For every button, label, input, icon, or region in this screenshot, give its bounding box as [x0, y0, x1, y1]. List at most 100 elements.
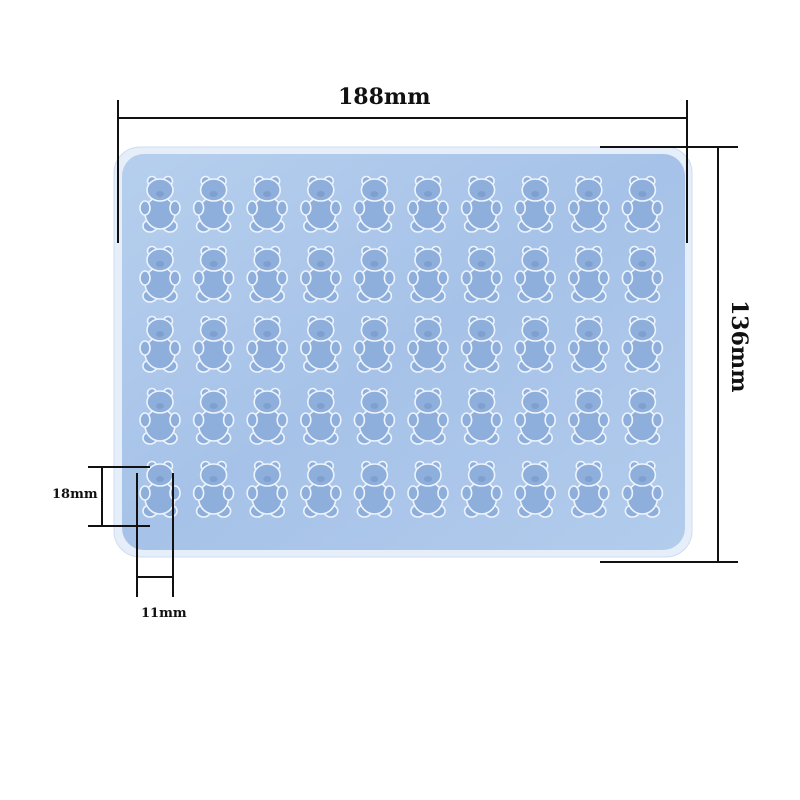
bear-head: [306, 248, 335, 272]
bear-head: [360, 178, 389, 202]
bear-head: [467, 463, 496, 487]
bear-arm: [597, 270, 610, 286]
bear-arm: [597, 485, 610, 501]
bear-cavity: [460, 315, 503, 373]
bear-head: [414, 390, 442, 414]
bear-head: [628, 178, 657, 202]
bear-arm: [621, 200, 634, 216]
bear-arm: [567, 200, 580, 216]
bear-snout: [156, 261, 164, 267]
bear-head: [521, 318, 550, 342]
bear-arm: [353, 485, 366, 501]
bear-arm: [353, 340, 366, 356]
bear-arm: [329, 412, 342, 428]
bear-cavity: [299, 175, 342, 233]
bear-arm: [621, 340, 634, 356]
bear-snout: [477, 476, 486, 482]
bear-arm: [276, 412, 289, 428]
bear-cavity: [621, 387, 664, 445]
bear-snout: [638, 331, 647, 337]
bear-arm: [490, 200, 503, 216]
bear-snout: [638, 261, 647, 267]
bear-snout: [584, 331, 593, 337]
bear-arm: [514, 412, 527, 428]
bear-snout: [424, 261, 432, 267]
bear-snout: [263, 403, 272, 409]
bear-snout: [370, 476, 379, 482]
bear-arm: [276, 485, 289, 501]
bear-snout: [424, 331, 432, 337]
bear-snout: [209, 261, 218, 267]
height-label: 136mm: [726, 300, 752, 393]
bear-cavity: [514, 175, 557, 233]
bear-snout: [316, 331, 325, 337]
bear-arm: [567, 485, 580, 501]
bear-cavity: [139, 245, 181, 303]
bear-head: [467, 390, 496, 414]
bear-arm: [460, 340, 473, 356]
bear-arm: [246, 200, 258, 216]
bear-arm: [621, 485, 634, 501]
bear-cavity: [139, 460, 181, 518]
bear-head: [574, 318, 603, 342]
bear-head: [146, 178, 174, 202]
bear-cavity: [353, 245, 396, 303]
bear-arm: [437, 340, 449, 356]
bear-head: [360, 248, 389, 272]
bear-width-label: 11mm: [141, 606, 187, 621]
bear-snout: [370, 191, 379, 197]
bear-arm: [514, 200, 527, 216]
bear-head: [146, 318, 174, 342]
bear-arm: [567, 412, 580, 428]
bear-head: [253, 463, 282, 487]
bear-head: [628, 248, 657, 272]
bear-arm: [383, 485, 396, 501]
bear-head: [574, 178, 603, 202]
bear-head: [360, 318, 389, 342]
bear-cavity: [192, 175, 235, 233]
bear-arm: [514, 270, 527, 286]
bear-arm: [222, 200, 235, 216]
bear-arm: [544, 340, 557, 356]
bear-arm: [490, 412, 503, 428]
bear-head: [199, 318, 228, 342]
bear-head: [306, 178, 335, 202]
bear-snout: [424, 476, 432, 482]
bear-cavity: [407, 460, 449, 518]
bear-snout: [316, 476, 325, 482]
bear-snout: [584, 261, 593, 267]
bear-arm: [544, 412, 557, 428]
bear-snout: [370, 261, 379, 267]
bear-arm: [437, 270, 449, 286]
bear-cavity: [353, 315, 396, 373]
bear-snout: [531, 331, 540, 337]
bear-arm: [621, 270, 634, 286]
bear-cavity: [192, 245, 235, 303]
bear-head: [253, 318, 282, 342]
bear-cavity: [460, 245, 503, 303]
bear-snout: [263, 331, 272, 337]
bear-snout: [477, 403, 486, 409]
bear-arm: [514, 485, 527, 501]
bear-head: [360, 463, 389, 487]
bear-arm: [329, 270, 342, 286]
bear-arm: [460, 412, 473, 428]
bear-snout: [370, 331, 379, 337]
bear-cavity: [246, 315, 289, 373]
bear-cavity: [299, 245, 342, 303]
bear-arm: [222, 340, 235, 356]
bear-arm: [329, 485, 342, 501]
bear-arm: [139, 270, 151, 286]
bear-arm: [621, 412, 634, 428]
bear-arm: [460, 200, 473, 216]
bear-arm: [407, 340, 419, 356]
bear-head: [574, 463, 603, 487]
bear-arm: [139, 340, 151, 356]
bear-arm: [460, 485, 473, 501]
bear-arm: [353, 270, 366, 286]
bear-snout: [477, 331, 486, 337]
bear-snout: [370, 403, 379, 409]
bear-cavity: [460, 175, 503, 233]
bear-arm: [597, 340, 610, 356]
bear-head: [628, 390, 657, 414]
